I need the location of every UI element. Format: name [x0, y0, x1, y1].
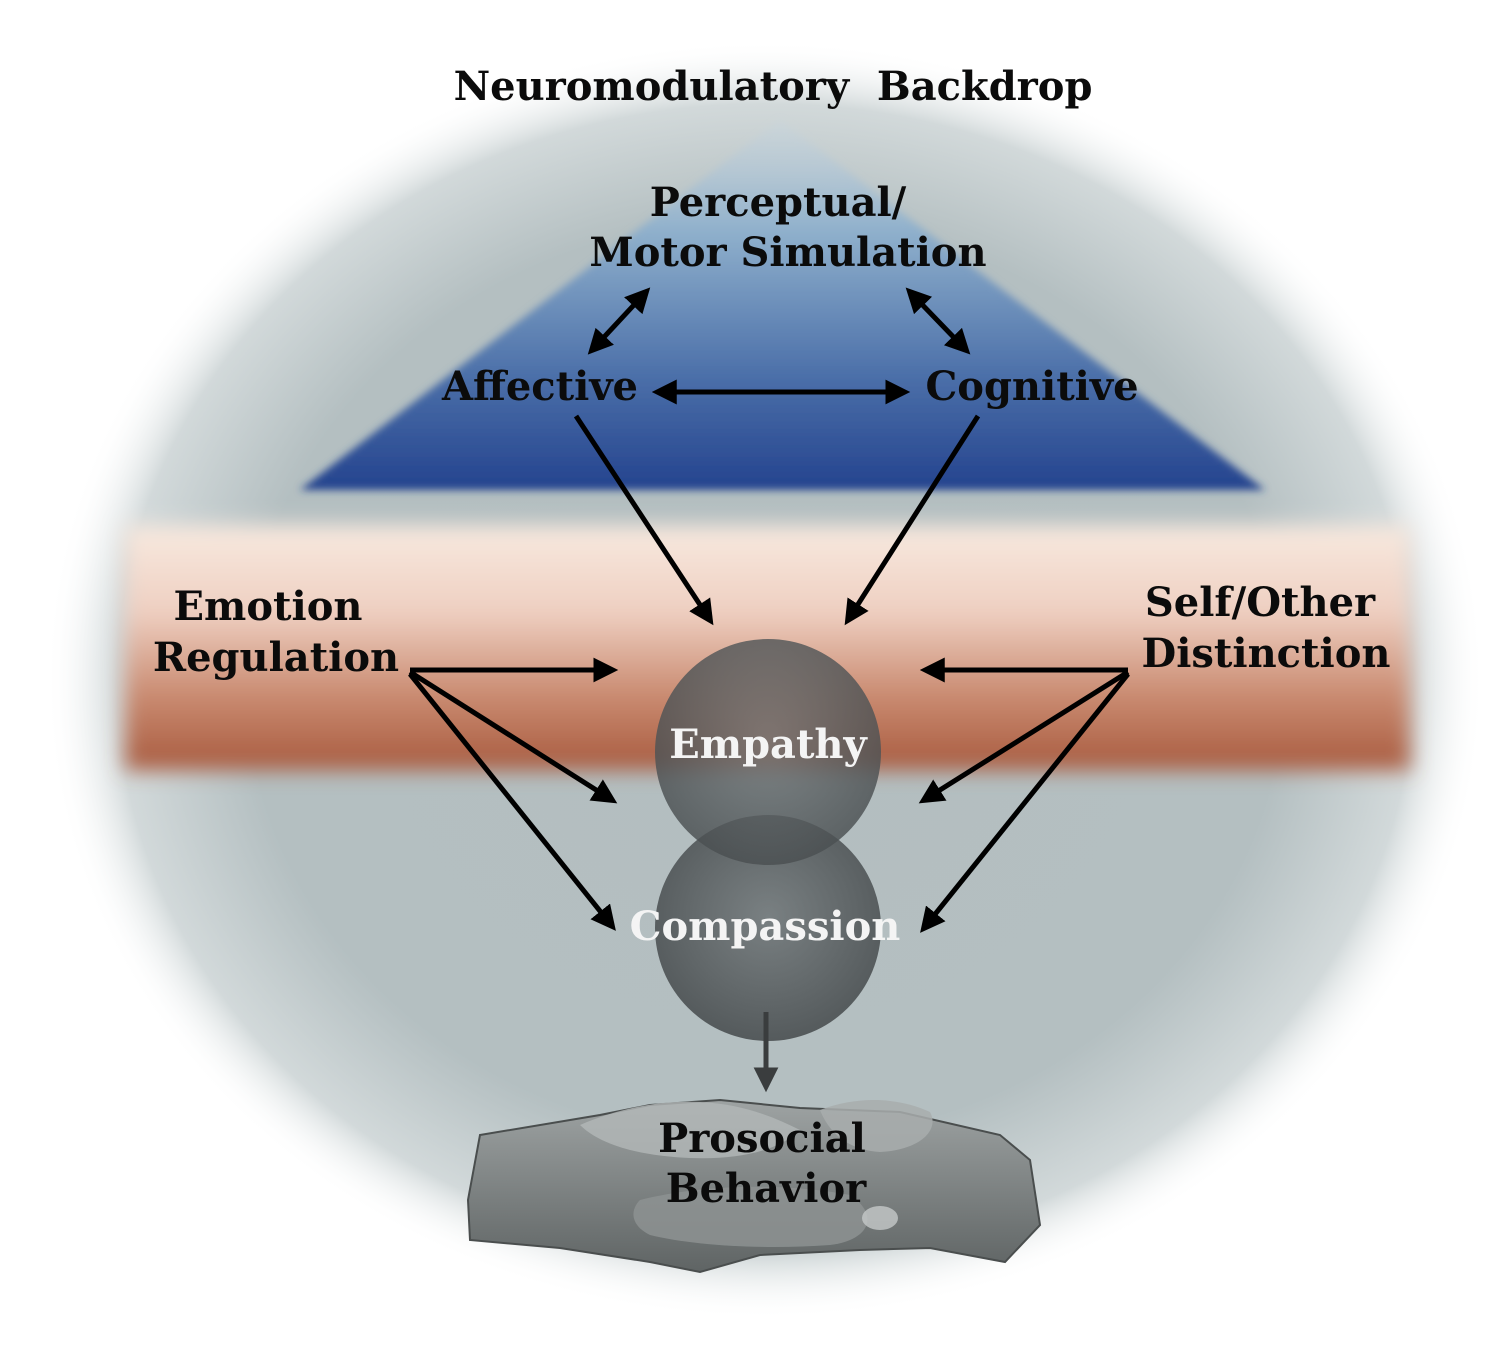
cortical-triangle — [300, 120, 1265, 490]
arrow-emotion-middle — [408, 669, 618, 804]
node-perceptual-line2: Motor Simulation — [589, 229, 986, 276]
arrow-perceptual-affective — [587, 287, 651, 355]
node-perceptual-line1: Perceptual/ — [650, 179, 907, 226]
arrow-affective-empathy — [573, 414, 714, 626]
node-cognitive: Cognitive — [925, 363, 1138, 410]
node-prosocial-line2: Behavior — [666, 1165, 867, 1212]
arrow-selfother-compassion — [920, 672, 1130, 933]
arrow-cognitive-empathy — [844, 414, 981, 626]
node-compassion: Compassion — [630, 903, 901, 950]
node-empathy: Empathy — [669, 721, 868, 768]
hands-illustration — [466, 1098, 1042, 1274]
node-emotion-line1: Emotion — [174, 583, 363, 630]
empathy-circle — [655, 639, 881, 865]
arrow-selfother-middle — [918, 669, 1130, 804]
node-selfother-line2: Distinction — [1142, 630, 1391, 677]
node-emotion-line2: Regulation — [153, 634, 399, 681]
arrow-emotion-compassion — [408, 672, 616, 931]
node-prosocial-line1: Prosocial — [658, 1115, 866, 1162]
node-affective: Affective — [441, 363, 638, 410]
arrow-perceptual-cognitive — [905, 287, 971, 355]
node-selfother-line1: Self/Other — [1145, 579, 1376, 626]
diagram-title: Neuromodulatory Backdrop — [454, 63, 1093, 110]
compassion-circle — [655, 815, 881, 1041]
